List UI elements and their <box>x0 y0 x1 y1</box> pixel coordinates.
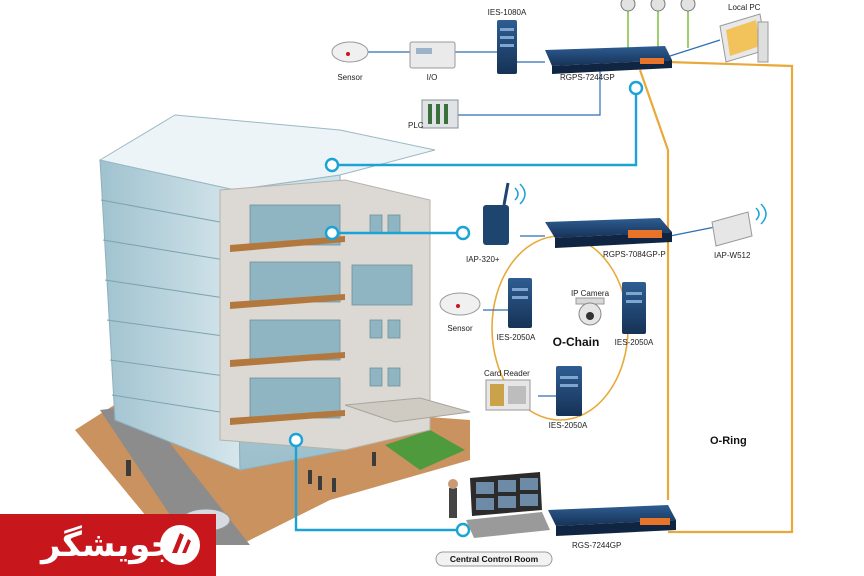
rgs-7244gp-switch[interactable] <box>548 505 676 536</box>
plc-label: PLC <box>408 121 424 130</box>
fiber-links <box>294 88 638 532</box>
entrance-canopy <box>344 397 471 423</box>
central-control-room-label: Central Control Room <box>450 554 539 564</box>
io-module[interactable] <box>409 41 456 69</box>
ip-camera[interactable] <box>575 297 605 326</box>
ies-2050a-bottom-label: IES-2050A <box>549 421 588 430</box>
brand-logo: جويشگر <box>0 514 216 576</box>
smoke-sensor-mid[interactable] <box>439 292 481 316</box>
rgs-7244gp-label: RGS-7244GP <box>572 541 621 550</box>
sensor-mid-label: Sensor <box>447 324 473 333</box>
lawn <box>385 430 465 470</box>
ies-2050a-right-switch[interactable] <box>622 282 646 334</box>
brand-text: جويشگر <box>40 525 176 565</box>
wifi-icon <box>755 203 767 225</box>
iap-320-label: IAP-320+ <box>466 255 500 264</box>
iap-w512-label: IAP-W512 <box>714 251 751 260</box>
local-pc-label: Local PC <box>728 3 761 12</box>
balcony-slabs <box>230 236 345 425</box>
iap-w512-access-point[interactable] <box>711 203 767 247</box>
iap-320-access-point[interactable] <box>483 182 526 245</box>
ies-2050a-bottom-switch[interactable] <box>556 366 582 416</box>
o-ring-link <box>638 60 794 534</box>
connection-nodes <box>288 80 644 538</box>
wifi-icon <box>514 183 526 205</box>
ies-1080a-label: IES-1080A <box>488 8 527 17</box>
control-room-label-pill <box>435 551 553 567</box>
sensor-top-label: Sensor <box>337 73 363 82</box>
plc-unit[interactable] <box>421 99 459 129</box>
card-reader[interactable] <box>485 379 531 411</box>
central-control-room[interactable] <box>448 472 550 538</box>
dome-cameras <box>620 0 696 12</box>
ies-2050a-left-label: IES-2050A <box>497 333 536 342</box>
o-ring-label: O-Ring <box>710 435 747 447</box>
io-label: I/O <box>427 73 438 82</box>
smoke-sensor-top[interactable] <box>331 41 369 63</box>
ies-1080a-switch[interactable] <box>497 20 517 74</box>
card-reader-label: Card Reader <box>484 369 530 378</box>
camera-cables <box>627 10 689 48</box>
ies-2050a-left-switch[interactable] <box>508 278 532 328</box>
people-figures <box>126 452 376 492</box>
brand-mark-icon <box>160 525 200 565</box>
rgps-7084gp-p-switch[interactable] <box>545 218 672 248</box>
local-pc[interactable] <box>719 13 769 63</box>
o-chain-label: O-Chain <box>553 335 600 349</box>
rgps-7084gp-p-label: RGPS-7084GP-P <box>603 250 666 259</box>
ies-2050a-right-label: IES-2050A <box>615 338 654 347</box>
rgps-7244gp-label: RGPS-7244GP <box>560 73 615 82</box>
ip-camera-label: IP Camera <box>571 289 610 298</box>
rgps-7244gp-switch[interactable] <box>545 46 672 74</box>
office-building <box>75 114 471 545</box>
